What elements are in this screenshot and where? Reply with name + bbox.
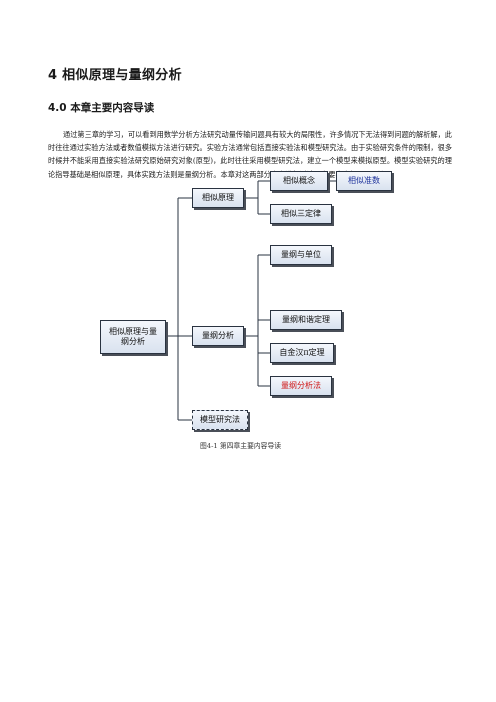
node-model-research: 模型研究法 (192, 410, 248, 430)
node-dimensional-analysis: 量纲分析 (192, 326, 244, 346)
node-dimensional-analysis-method-label: 量纲分析法 (281, 381, 321, 390)
node-similarity-concept-label: 相似概念 (283, 176, 315, 185)
node-dimensional-analysis-method: 量纲分析法 (270, 376, 332, 396)
node-root-label: 相似原理与量纲分析 (109, 327, 157, 346)
node-similarity-principle: 相似原理 (192, 188, 244, 208)
node-dimensional-homogeneity-label: 量纲和谐定理 (282, 315, 330, 324)
node-root: 相似原理与量纲分析 (100, 320, 166, 354)
node-similarity-criteria-label: 相似准数 (348, 176, 380, 185)
node-similarity-criteria: 相似准数 (336, 171, 392, 191)
node-model-research-label: 模型研究法 (200, 415, 240, 424)
node-similarity-concept: 相似概念 (270, 171, 328, 191)
node-dimensional-homogeneity: 量纲和谐定理 (270, 310, 342, 330)
node-buckingham-pi: 自金汉π定理 (270, 343, 334, 363)
node-similarity-principle-label: 相似原理 (202, 193, 234, 202)
figure-caption: 图4-1 第四章主要内容导读 (200, 442, 282, 450)
node-dimensional-analysis-label: 量纲分析 (202, 331, 234, 340)
node-dimension-and-unit: 量纲与单位 (270, 245, 332, 265)
node-buckingham-pi-label: 自金汉π定理 (279, 348, 325, 357)
intro-paragraph: 通过第三章的学习，可以看到用数学分析方法研究动量传输问题具有较大的局限性，许多情… (48, 130, 452, 179)
node-dimension-and-unit-label: 量纲与单位 (281, 250, 321, 259)
chapter-title: 4 相似原理与量纲分析 (48, 68, 182, 83)
node-three-laws-label: 相似三定律 (281, 209, 321, 218)
node-three-laws: 相似三定律 (270, 204, 332, 224)
section-title: 4.0 本章主要内容导读 (48, 102, 155, 114)
